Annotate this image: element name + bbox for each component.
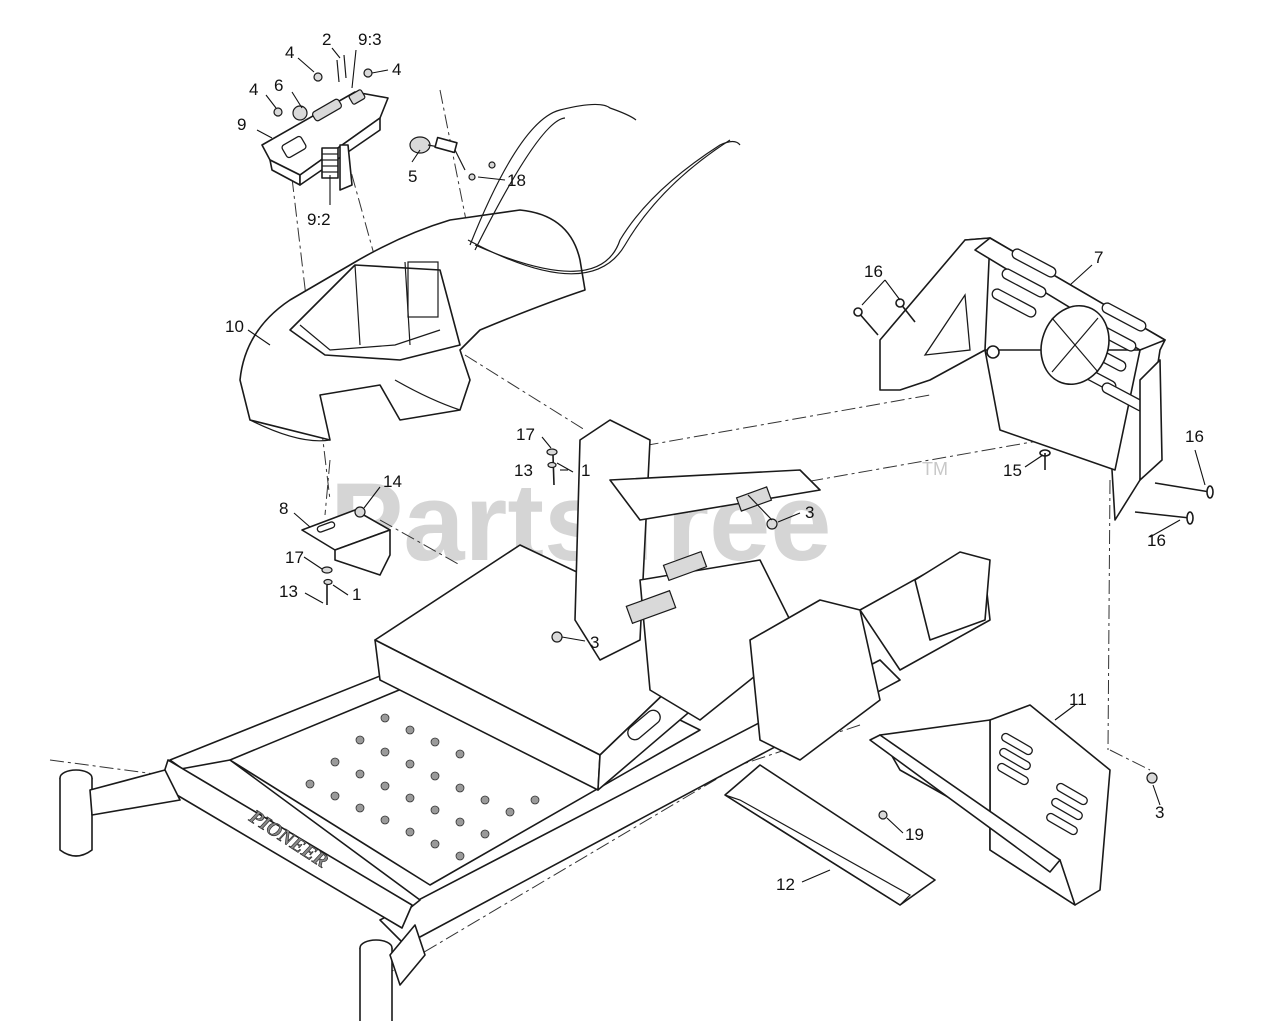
callout-3-far-right: 3 bbox=[1155, 803, 1164, 822]
callout-1-center: 1 bbox=[581, 461, 590, 480]
seat-console bbox=[239, 209, 586, 442]
shield-plate-slots bbox=[997, 732, 1088, 836]
callout-13-center: 13 bbox=[514, 461, 533, 480]
callout-19: 19 bbox=[905, 825, 924, 844]
callout-9-2: 9:2 bbox=[307, 210, 331, 229]
callout-12: 12 bbox=[776, 875, 795, 894]
callout-14: 14 bbox=[383, 472, 402, 491]
callout-5: 5 bbox=[408, 167, 417, 186]
callout-10: 10 bbox=[225, 317, 244, 336]
callout-17-center: 17 bbox=[516, 425, 535, 444]
callout-11: 11 bbox=[1069, 690, 1087, 709]
callout-4-left: 4 bbox=[249, 80, 258, 99]
control-panel bbox=[261, 89, 389, 191]
shield-plate bbox=[869, 704, 1111, 906]
callout-6: 6 bbox=[274, 76, 283, 95]
callout-2: 2 bbox=[322, 30, 331, 49]
cables bbox=[467, 103, 741, 275]
callout-9: 9 bbox=[237, 115, 246, 134]
callout-1-left: 1 bbox=[352, 585, 361, 604]
callout-8: 8 bbox=[279, 499, 288, 518]
front-caster-right bbox=[359, 924, 426, 1021]
callout-17-left: 17 bbox=[285, 548, 304, 567]
seat-bracket bbox=[301, 509, 391, 576]
deck-holes bbox=[305, 713, 540, 861]
callout-18: 18 bbox=[507, 171, 526, 190]
callout-15: 15 bbox=[1003, 461, 1022, 480]
callout-4-top-left: 4 bbox=[285, 43, 294, 62]
callout-9-3: 9:3 bbox=[358, 30, 382, 49]
callout-16-right-top: 16 bbox=[1185, 427, 1204, 446]
hardware bbox=[273, 54, 1214, 820]
callout-13-left: 13 bbox=[279, 582, 298, 601]
callout-3-right-frame: 3 bbox=[805, 503, 814, 522]
callout-16-top: 16 bbox=[864, 262, 883, 281]
front-caster-left bbox=[59, 769, 181, 857]
callout-4-right: 4 bbox=[392, 60, 401, 79]
callout-7: 7 bbox=[1094, 248, 1103, 267]
key-switch bbox=[409, 136, 466, 171]
seat-plate bbox=[879, 237, 1166, 521]
callout-labels: 4 2 9:3 4 4 6 9 5 18 9:2 10 16 7 17 13 1… bbox=[225, 30, 1204, 894]
callout-16-right-bottom: 16 bbox=[1147, 531, 1166, 550]
watermark-tm: TM bbox=[922, 459, 948, 479]
callout-3-center: 3 bbox=[590, 633, 599, 652]
bottom-shield bbox=[724, 764, 936, 906]
switch-block bbox=[321, 147, 339, 179]
callout-leaders bbox=[247, 47, 1206, 883]
